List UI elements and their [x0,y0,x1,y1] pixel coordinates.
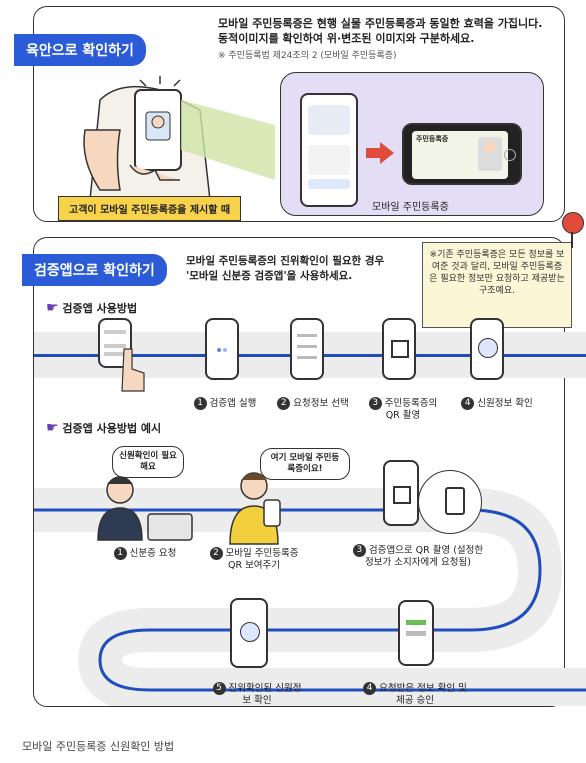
mobile-id-phone-landscape: 주민등록증 [402,123,522,185]
user-avatar-icon [240,622,260,642]
tapping-hand-icon [121,348,145,392]
s2-line1: 모바일 주민등록증의 진위확인이 필요한 경우 [186,255,385,267]
example3-phone [383,460,419,526]
qr-icon [393,486,411,504]
step3-phone [382,318,416,380]
example-title: 검증앱 사용방법 예시 [62,422,162,435]
figure-caption: 모바일 주민등록증 신원확인 방법 [22,740,175,753]
customer-illustration [229,472,281,545]
example5-phone [230,598,268,668]
step2-phone [290,318,324,380]
pointing-hand-icon: ☛ [46,300,59,316]
mobile-id-phone-portrait [300,93,358,207]
user-avatar-icon [478,338,498,358]
pushpin-needle [571,232,573,248]
usage-title-row: ☛ 검증앱 사용방법 [46,300,137,316]
clerk-illustration [97,476,193,541]
bubble-request: 신원확인이 필요해요 [112,446,184,478]
step4-phone [470,318,504,380]
qr-icon [391,340,409,358]
s1-law: ※ 주민등록법 제24조의 2 (모바일 주민등록증) [218,51,397,61]
mobile-id-label: 모바일 주민등록증 [372,202,449,213]
s1-line2: 동적이미지를 확인하여 위·변조된 이미지와 구분하세요. [218,32,475,45]
step1-phone [205,318,239,380]
pointing-hand-icon: ☛ [46,420,59,436]
badge-visual-check: 육안으로 확인하기 [14,34,146,66]
info-note: ※기존 주민등록증은 모든 정보를 보여준 것과 달리, 모바일 주민등록증은 … [422,242,572,328]
customer-present-label: 고객이 모바일 주민등록증을 제시할 때 [58,196,242,221]
example-title-row: ☛ 검증앱 사용방법 예시 [46,420,161,436]
s2-line2: '모바일 신분증 검증앱'을 사용하세요. [186,270,353,282]
arrow-right-icon [366,142,394,164]
qr-phone-zoom [445,487,465,515]
pushpin-icon [562,212,584,234]
example-path-road [34,488,586,706]
s1-line1: 모바일 주민등록증은 현행 실물 주민등록증과 동일한 효력을 가집니다. [218,17,543,30]
id-card-title: 주민등록증 [416,135,449,143]
usage-title: 검증앱 사용방법 [62,302,138,315]
zoom-circle [418,470,482,534]
badge-verify-app: 검증앱으로 확인하기 [22,254,167,286]
bubble-show-id: 여기 모바일 주민등록증이요! [260,448,350,480]
close-icon [504,149,516,161]
example4-phone [398,600,434,666]
phone-hand-illustration [83,76,275,201]
